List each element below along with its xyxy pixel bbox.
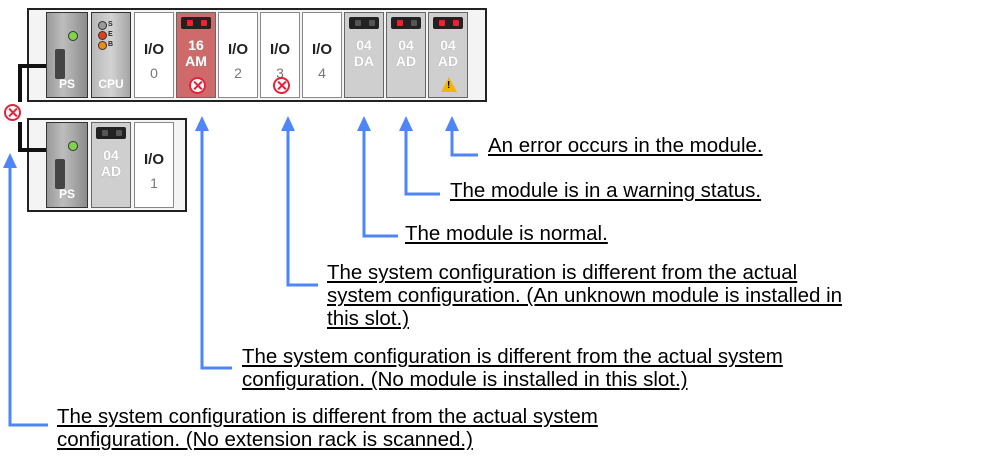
cpu-label: CPU [98, 77, 124, 91]
io-slot[interactable]: I/O 2 [218, 12, 258, 98]
callout-normal: The module is normal. [405, 222, 608, 245]
callout-unknown-module: The system configuration is different fr… [327, 261, 842, 330]
unknown-module-icon [273, 77, 290, 94]
module-line2: AD [437, 53, 459, 69]
slot-number: 4 [318, 65, 326, 81]
callout-no-module: The system configuration is different fr… [242, 345, 783, 391]
arrow-warning [404, 130, 440, 196]
power-led-icon [68, 31, 78, 41]
module-line1: 04 [398, 37, 414, 53]
not-installed-icon [189, 77, 206, 94]
module-led-bar [349, 17, 379, 29]
connector-icon [55, 49, 65, 79]
cpu-led-label: S [108, 21, 113, 28]
module-led-bar [391, 17, 421, 29]
module-line2: AD [100, 163, 122, 179]
callout-text: The system configuration is different fr… [57, 405, 598, 428]
arrowhead [281, 116, 295, 131]
module-line2: AM [185, 53, 207, 69]
battery-led-icon [98, 41, 107, 50]
callout-text: The module is in a warning status. [450, 179, 762, 202]
module-line2: DA [353, 53, 375, 69]
arrow-no-module [200, 130, 232, 370]
arrowhead [399, 116, 413, 131]
callout-error: An error occurs in the module. [488, 134, 763, 157]
arrow-unknown-module [286, 130, 318, 287]
arrow-normal [362, 130, 398, 238]
arrowhead [3, 153, 17, 168]
cpu-led-label: E [108, 31, 113, 38]
power-supply-label: PS [58, 77, 75, 91]
io-slot[interactable]: I/O 4 [302, 12, 342, 98]
module-line2: AD [395, 53, 417, 69]
module-04ad-ext[interactable]: 04 AD [91, 122, 131, 208]
io-slot[interactable]: I/O 3 [260, 12, 300, 98]
warning-triangle-icon: ! [441, 77, 457, 92]
io-slot[interactable]: I/O 0 [134, 12, 174, 98]
slot-number: 3 [276, 65, 284, 81]
io-label: I/O [143, 151, 164, 168]
connector-icon [55, 159, 65, 189]
io-label: I/O [143, 41, 164, 58]
module-04ad-error[interactable]: 04 AD ! [428, 12, 468, 98]
module-led-bar [433, 17, 463, 29]
callout-text: The module is normal. [405, 222, 608, 245]
callout-text: configuration. (No extension rack is sca… [57, 428, 473, 451]
io-label: I/O [227, 41, 248, 58]
callout-warning: The module is in a warning status. [450, 179, 761, 202]
error-led-icon [98, 31, 107, 40]
module-line1: 04 [103, 147, 119, 163]
cpu-module: S E B CPU [91, 12, 131, 98]
extension-not-scanned-icon [4, 104, 21, 121]
io-slot[interactable]: I/O 1 [134, 122, 174, 208]
module-16am[interactable]: 16 AM [176, 12, 216, 98]
module-04ad[interactable]: 04 AD [386, 12, 426, 98]
arrow-error [450, 130, 478, 157]
io-label: I/O [269, 41, 290, 58]
callout-text: The system configuration is different fr… [242, 345, 783, 368]
callout-text: this slot.) [327, 307, 410, 330]
slot-number: 1 [150, 175, 158, 191]
power-supply-module: PS [46, 122, 88, 208]
io-label: I/O [311, 41, 332, 58]
callout-text: configuration. (No module is installed i… [242, 368, 688, 391]
power-supply-module: PS [46, 12, 88, 98]
cpu-led-label: B [108, 41, 114, 48]
arrowhead [195, 116, 209, 131]
power-led-icon [68, 141, 78, 151]
slot-number: 0 [150, 65, 158, 81]
arrowhead [445, 116, 459, 131]
module-line1: 16 [188, 37, 204, 53]
module-line1: 04 [356, 37, 372, 53]
arrow-no-extension [8, 168, 48, 427]
callout-text: An error occurs in the module. [488, 134, 763, 157]
power-supply-label: PS [58, 187, 75, 201]
callout-no-extension: The system configuration is different fr… [57, 405, 598, 451]
callout-text: The system configuration is different fr… [327, 261, 798, 284]
status-led-icon [98, 21, 107, 30]
module-04da[interactable]: 04 DA [344, 12, 384, 98]
module-led-bar [96, 127, 126, 139]
callout-text: system configuration. (An unknown module… [327, 284, 843, 307]
arrowhead [357, 116, 371, 131]
module-line1: 04 [440, 37, 456, 53]
slot-number: 2 [234, 65, 242, 81]
module-led-bar [181, 17, 211, 29]
